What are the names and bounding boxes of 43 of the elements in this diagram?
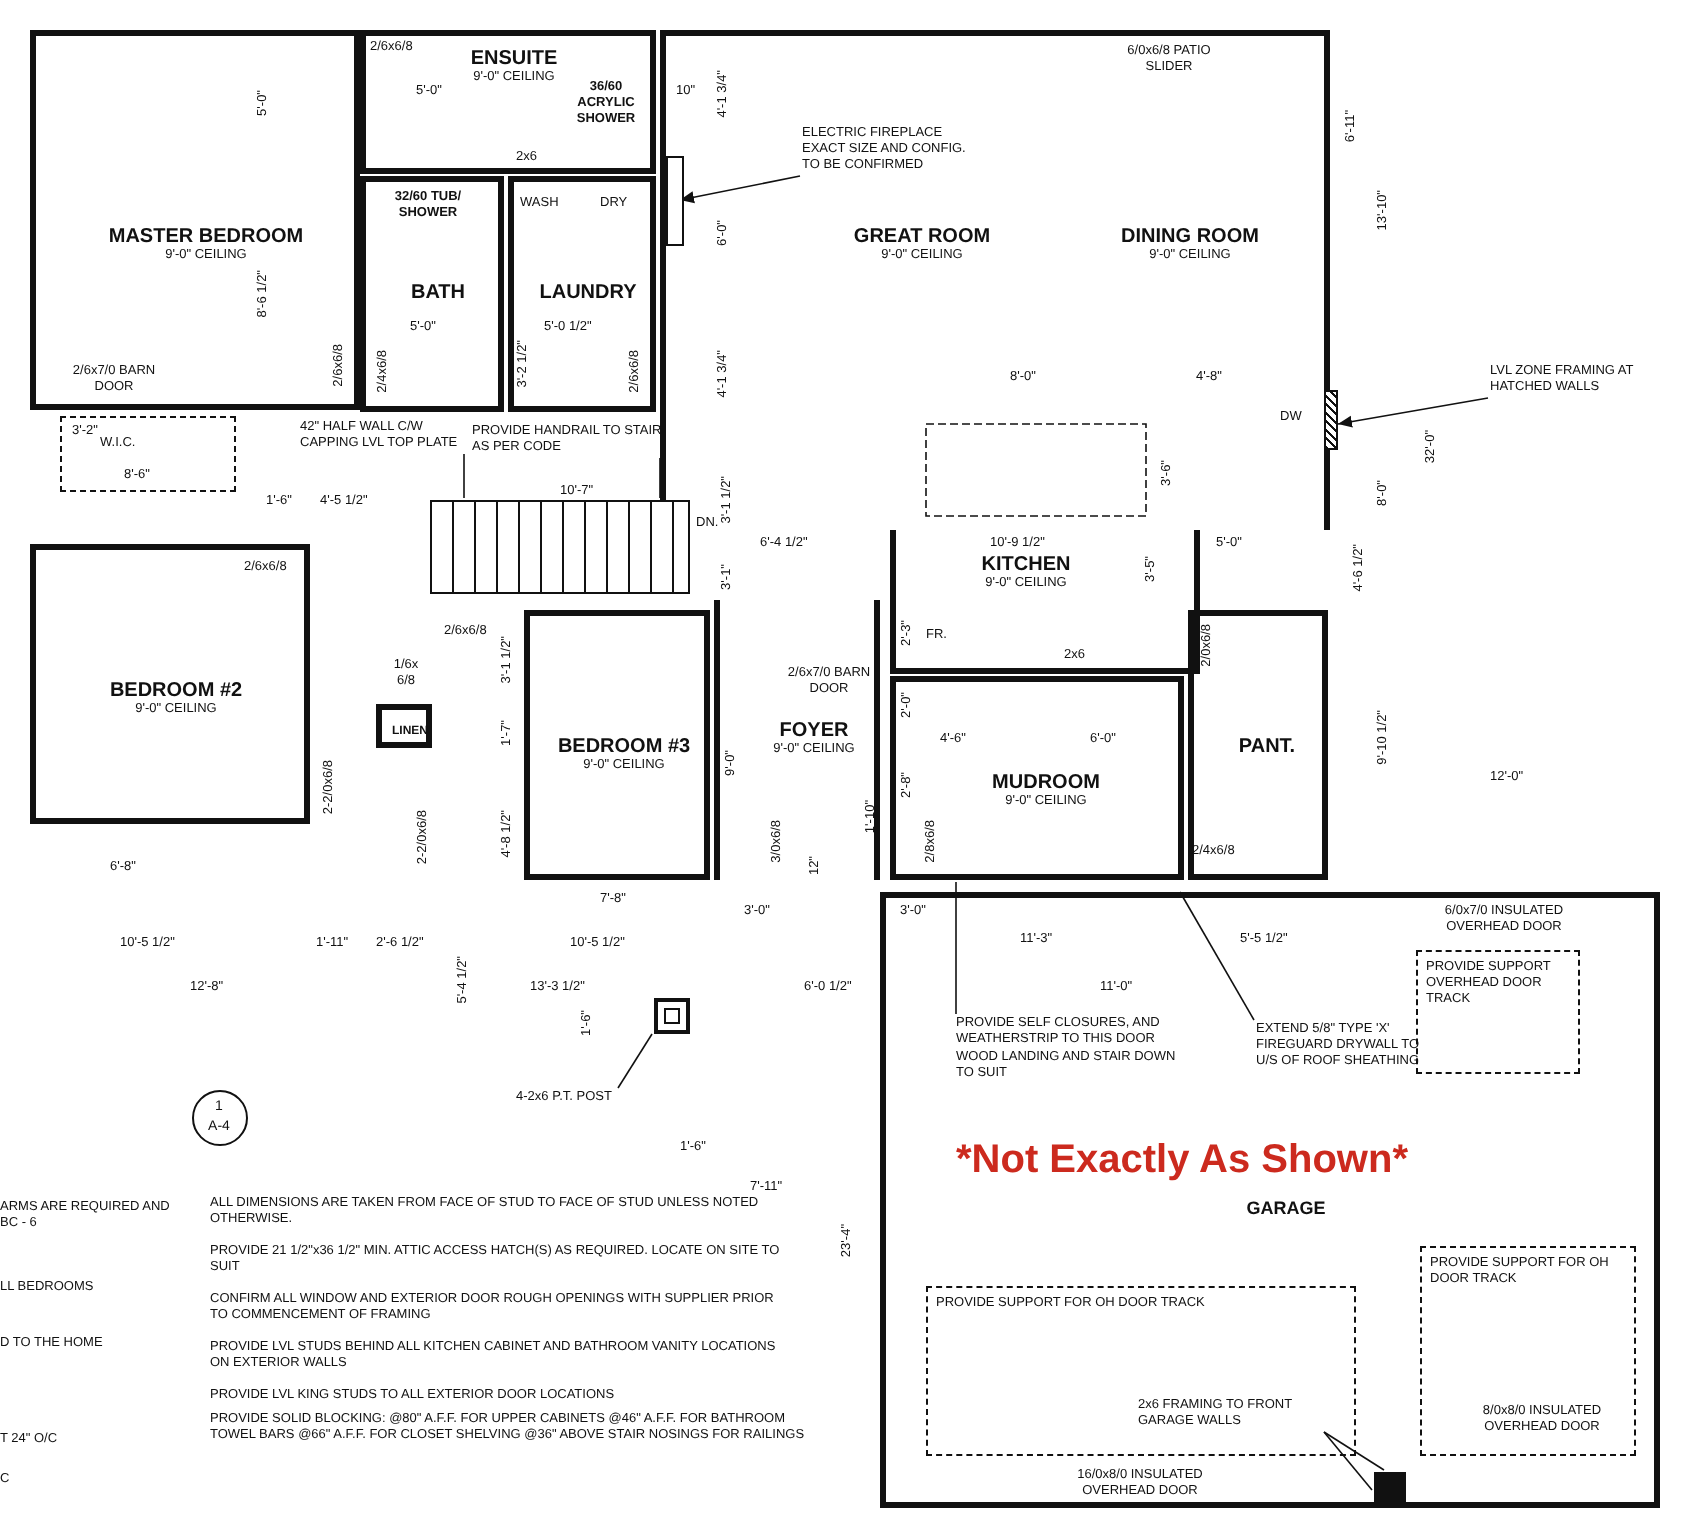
room-name: MASTER BEDROOM	[106, 226, 306, 248]
room-outline	[890, 530, 1200, 674]
leader-line	[955, 881, 957, 1015]
dashed-outline	[1416, 950, 1580, 1074]
room-name: PANT.	[1236, 736, 1298, 758]
room-outline	[1188, 610, 1328, 880]
room-outline	[376, 704, 432, 748]
room-outline	[30, 544, 310, 824]
leader-line	[1323, 1431, 1385, 1471]
hatched-wall	[1324, 390, 1338, 450]
leader-line	[1337, 397, 1489, 428]
room-name: BEDROOM #3	[555, 736, 693, 758]
room-outline	[880, 892, 1660, 1508]
leader-line	[659, 457, 661, 499]
room-name: KITCHEN	[979, 554, 1073, 576]
fireplace	[666, 156, 684, 246]
room-outline	[360, 176, 504, 412]
wall-pier	[1374, 1472, 1406, 1504]
dashed-outline	[1420, 1246, 1636, 1456]
leader-line	[1323, 1431, 1373, 1491]
section-marker	[192, 1090, 248, 1146]
room-outline	[890, 676, 1184, 880]
room-name: LAUNDRY	[537, 282, 639, 304]
stair-drawing	[430, 500, 690, 594]
dashed-outline	[60, 416, 236, 492]
room-name: FOYER	[777, 720, 851, 742]
room-name: GARAGE	[1244, 1198, 1328, 1220]
room-name: DINING ROOM	[1119, 226, 1261, 248]
dashed-outline	[926, 1286, 1356, 1456]
room-name: MUDROOM	[990, 772, 1102, 794]
room-name: BATH	[408, 282, 468, 304]
room-name: GREAT ROOM	[851, 226, 993, 248]
room-name: ENSUITE	[468, 48, 560, 70]
room-outline	[508, 176, 656, 412]
room-outline	[524, 610, 710, 880]
post	[654, 998, 690, 1034]
disclaimer-text: *Not Exactly As Shown*	[956, 1136, 1408, 1184]
leader-line	[463, 453, 465, 499]
room-name: BEDROOM #2	[107, 680, 245, 702]
room-outline	[30, 30, 360, 410]
room-outline	[360, 30, 656, 174]
room-outline	[714, 600, 880, 880]
leader-line	[617, 1033, 653, 1089]
